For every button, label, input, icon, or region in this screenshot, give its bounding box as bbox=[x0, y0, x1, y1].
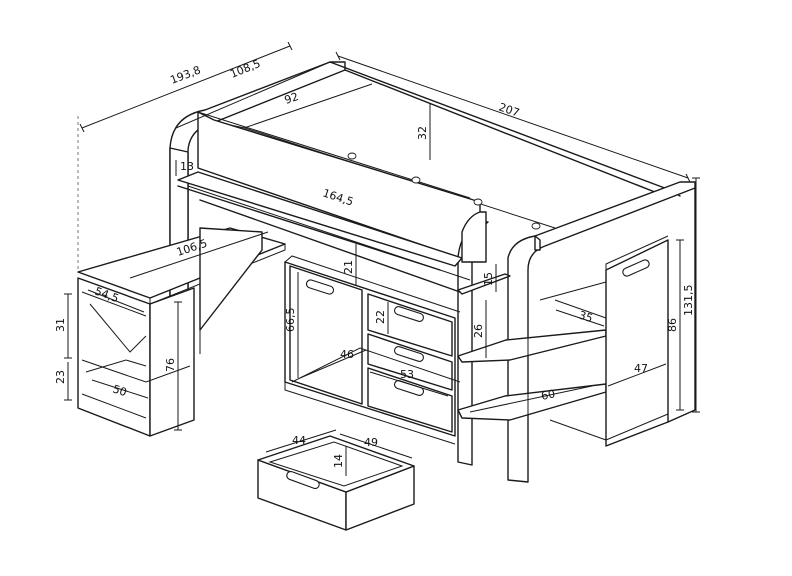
right-end-front bbox=[534, 235, 541, 251]
loose-drawer bbox=[257, 435, 415, 531]
wardrobe bbox=[549, 235, 669, 447]
label-total-height: 131,5 bbox=[682, 285, 695, 317]
step-shelf-1 bbox=[457, 273, 511, 295]
desk bbox=[77, 227, 286, 437]
dim-ticks bbox=[79, 41, 293, 133]
label-step-top: 15 bbox=[482, 272, 495, 286]
open-compartment bbox=[291, 347, 461, 383]
label-drawer-width: 53 bbox=[400, 368, 414, 381]
label-side-depth: 35 bbox=[577, 308, 594, 325]
cube-shelf-mid bbox=[81, 359, 191, 383]
dresser bbox=[284, 255, 461, 445]
dim-line-total-length bbox=[81, 45, 291, 129]
shelf-side bbox=[554, 299, 607, 319]
wardrobe-plinth bbox=[605, 413, 669, 441]
label-wardrobe-width: 47 bbox=[634, 362, 648, 375]
dim-line-inner-width bbox=[243, 83, 373, 129]
dim-line-desk-length bbox=[129, 231, 269, 279]
label-step-mid: 26 bbox=[472, 324, 485, 338]
dim-line-loose-width bbox=[339, 433, 413, 459]
dim-ticks bbox=[676, 239, 684, 411]
wardrobe-top bbox=[605, 235, 669, 270]
label-rail-height: 32 bbox=[416, 126, 429, 140]
drawer-3 bbox=[367, 367, 453, 433]
step-shelf-3 bbox=[457, 383, 607, 421]
drawer-handle-2 bbox=[393, 346, 425, 362]
label-drawer-height: 22 bbox=[374, 310, 387, 324]
label-cube-lower: 23 bbox=[54, 370, 67, 384]
dim-line-side-depth bbox=[555, 309, 605, 327]
label-door-height: 66,5 bbox=[284, 308, 297, 333]
label-cube-width: 50 bbox=[111, 382, 128, 399]
drawer-handle-1 bbox=[393, 306, 425, 322]
bolt-hole bbox=[347, 152, 357, 160]
label-wardrobe-height: 86 bbox=[666, 318, 679, 332]
label-loose-depth: 44 bbox=[292, 434, 306, 447]
dim-line-side-width bbox=[469, 385, 593, 413]
dim-line-desk-depth bbox=[87, 289, 145, 313]
shelf-back bbox=[539, 281, 607, 301]
dim-line-cube-width bbox=[91, 379, 149, 399]
dim-ticks bbox=[692, 177, 700, 413]
drawer-1 bbox=[367, 293, 453, 357]
bolt-hole bbox=[411, 176, 421, 184]
label-loose-height: 14 bbox=[332, 454, 345, 468]
dim-line-depth bbox=[175, 61, 331, 129]
dim-line-drawer-width bbox=[369, 371, 449, 397]
label-top-gap: 21 bbox=[342, 260, 355, 274]
label-desk-height: 76 bbox=[164, 358, 177, 372]
bed-deck-bottom bbox=[199, 199, 461, 293]
dim-line-door-width bbox=[299, 349, 367, 379]
dim-line-loose-depth bbox=[265, 429, 337, 453]
desk-back-panel bbox=[199, 227, 263, 331]
bed-frame bbox=[169, 61, 696, 483]
label-depth: 108,5 bbox=[228, 57, 262, 81]
back-rail-inner bbox=[344, 69, 666, 197]
dim-ticks bbox=[174, 301, 182, 431]
dim-ticks bbox=[64, 293, 72, 401]
wardrobe-handle bbox=[622, 259, 650, 277]
dimension-lines bbox=[64, 41, 700, 476]
label-inner-width: 92 bbox=[283, 90, 300, 107]
step-shelves bbox=[457, 273, 607, 482]
label-door-width: 46 bbox=[340, 348, 354, 361]
dim-line-bed-length bbox=[337, 55, 689, 179]
wardrobe-body bbox=[605, 239, 669, 447]
loose-drawer-handle bbox=[286, 471, 320, 489]
right-end-side bbox=[667, 187, 696, 423]
label-loose-width: 49 bbox=[364, 436, 378, 449]
door-handle bbox=[305, 279, 335, 295]
label-bed-length: 207 bbox=[497, 101, 521, 120]
dimension-labels: 193,8 108,5 207 92 32 13 164,5 106,5 54,… bbox=[54, 57, 695, 468]
dim-ticks bbox=[335, 51, 691, 183]
dim-line-wardrobe-width bbox=[607, 363, 667, 387]
dresser-door bbox=[289, 265, 363, 405]
bolt-hole bbox=[473, 198, 483, 206]
dim-line-shelf-length bbox=[187, 185, 471, 281]
cube-shelf-top bbox=[81, 291, 147, 317]
dresser-top bbox=[284, 255, 461, 313]
drawer-2 bbox=[367, 333, 453, 391]
label-cube-upper: 31 bbox=[54, 318, 67, 332]
bed-deck-bottom-2 bbox=[177, 185, 441, 271]
guard-rail-top-line bbox=[197, 111, 471, 199]
cube-inner-2 bbox=[85, 359, 147, 373]
label-ledge: 13 bbox=[180, 160, 194, 173]
right-end-panel bbox=[507, 181, 696, 483]
cube-shelf-low bbox=[81, 393, 147, 419]
label-total-length: 193,8 bbox=[168, 63, 202, 86]
cube-inner bbox=[89, 303, 147, 353]
plinth bbox=[284, 382, 456, 445]
guard-rail-end bbox=[461, 211, 487, 263]
bolt-hole bbox=[531, 222, 541, 230]
label-side-width: 60 bbox=[540, 387, 556, 403]
wardrobe-base-back bbox=[549, 419, 607, 441]
desk-cube-side bbox=[149, 287, 195, 437]
loose-drawer-inner bbox=[268, 441, 404, 487]
